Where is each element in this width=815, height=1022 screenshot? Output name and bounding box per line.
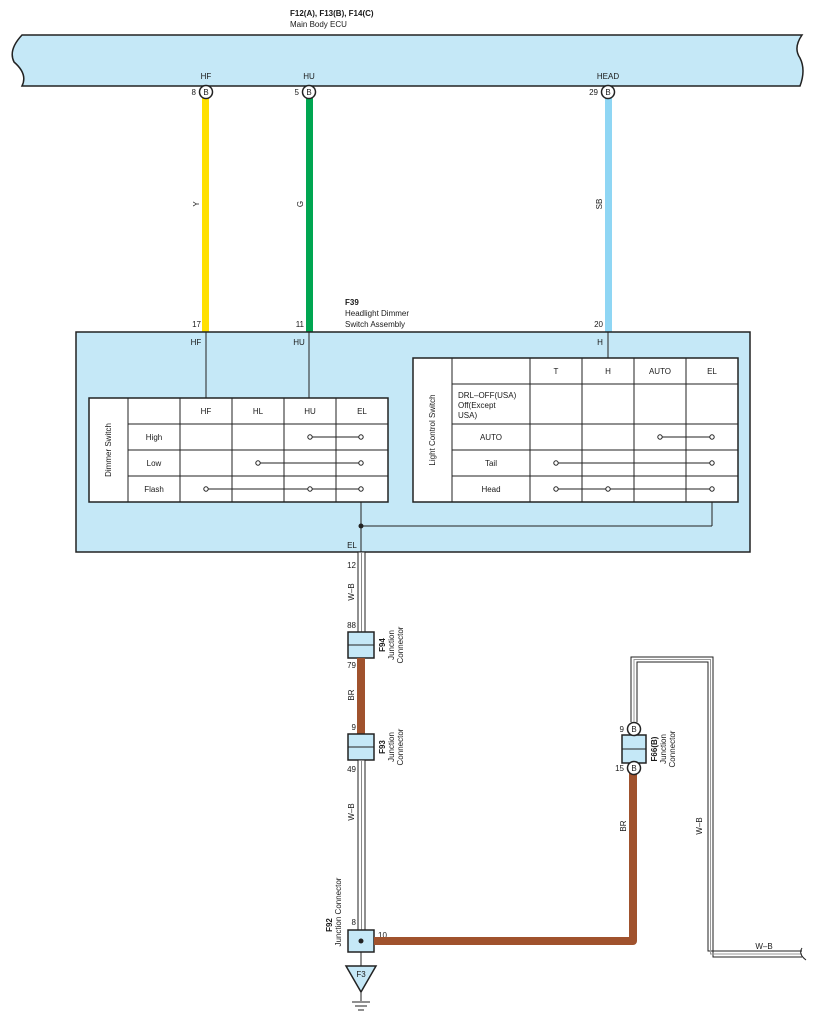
ecu-pin-hu: B 5	[295, 84, 317, 100]
light-col-auto: AUTO	[649, 367, 671, 376]
f92-code: F92	[325, 918, 334, 932]
dimmer-row-flash: Flash	[144, 485, 164, 494]
wire-y	[202, 98, 209, 332]
dimmer-col-hl: HL	[253, 407, 264, 416]
f92-line1: Junction Connector	[334, 877, 343, 946]
wire-br-f94-f93	[357, 658, 365, 734]
ecu-pin-number-hu: 5	[295, 88, 300, 97]
dimmer-col-hf: HF	[201, 407, 212, 416]
f94-pin-79: 79	[347, 661, 356, 670]
ecu-pin-tag-head: B	[605, 88, 610, 97]
f39-terminal-h: H	[597, 338, 603, 347]
ecu-pin-tag-hf: B	[203, 88, 208, 97]
f92-pin-10: 10	[378, 931, 387, 940]
connector-f92: 8 10 F92 Junction Connector	[325, 877, 387, 953]
f66-pin-tag-top: B	[631, 725, 636, 734]
f66-pin-9: 9	[620, 725, 625, 734]
ecu-name: Main Body ECU	[290, 20, 347, 29]
ecu-terminal-hu: HU	[303, 72, 315, 81]
f66-line1: Junction	[659, 734, 668, 764]
ground-f3: F3	[344, 952, 378, 1011]
f39-pin-20: 20	[594, 320, 603, 329]
wire-br-f92-f66	[374, 772, 637, 945]
f66-pin-tag-bottom: B	[631, 764, 636, 773]
light-row-drl-line1: DRL–OFF(USA)	[458, 391, 517, 400]
f66-pin-15: 15	[615, 764, 624, 773]
main-body-ecu: F12(A), F13(B), F14(C) Main Body ECU HF …	[11, 9, 804, 87]
ecu-pin-tag-hu: B	[306, 88, 311, 97]
f94-code: F94	[378, 638, 387, 652]
f94-pin-88: 88	[347, 621, 356, 630]
light-row-auto: AUTO	[480, 433, 502, 442]
wire-wb-f66-out	[630, 656, 807, 961]
light-row-drl-line3: USA)	[458, 411, 477, 420]
light-col-el: EL	[707, 367, 717, 376]
f39-code: F39	[345, 298, 359, 307]
f39-terminal-hf: HF	[191, 338, 202, 347]
f94-line1: Junction	[387, 630, 396, 660]
ground-label: F3	[356, 970, 366, 979]
light-control-switch-table: Light Control Switch T H AUTO EL DRL–OFF…	[412, 357, 739, 503]
f94-line2: Connector	[396, 626, 405, 663]
wire-label-wb-1: W–B	[347, 583, 356, 600]
wire-label-wb-3: W–B	[695, 817, 704, 834]
wire-sb	[605, 98, 612, 332]
f92-pin-8: 8	[352, 918, 357, 927]
f39-pin-11: 11	[296, 320, 305, 329]
f39-name-line2: Switch Assembly	[345, 320, 405, 329]
ecu-pin-number-hf: 8	[192, 88, 197, 97]
dimmer-col-el: EL	[357, 407, 367, 416]
light-row-head: Head	[481, 485, 500, 494]
dimmer-switch-title: Dimmer Switch	[104, 423, 113, 477]
wire-label-sb: SB	[595, 199, 604, 210]
ecu-pin-number-head: 29	[589, 88, 598, 97]
f39-terminal-el: EL	[347, 541, 357, 550]
f39-pin-17: 17	[192, 320, 201, 329]
light-row-drl-line2: Off(Except	[458, 401, 496, 410]
ecu-pin-hf: B 8	[192, 84, 214, 100]
light-row-tail: Tail	[485, 459, 497, 468]
wire-label-g: G	[296, 201, 305, 207]
f93-line1: Junction	[387, 732, 396, 762]
wire-label-wb-2: W–B	[347, 803, 356, 820]
f66-line2: Connector	[668, 730, 677, 767]
connector-f66: B B 9 15 F66(B) Junction Connector	[615, 721, 677, 776]
wire-label-wb-4: W–B	[755, 942, 772, 951]
f39-terminal-hu: HU	[293, 338, 305, 347]
f39-name-line1: Headlight Dimmer	[345, 309, 409, 318]
ecu-pin-head: B 29	[589, 84, 616, 100]
f39-pin-12: 12	[347, 561, 356, 570]
f93-code: F93	[378, 740, 387, 754]
f93-line2: Connector	[396, 728, 405, 765]
connector-f93: 9 49 F93 Junction Connector	[347, 723, 405, 774]
wire-wb-f93-f92	[357, 759, 366, 931]
dimmer-col-hu: HU	[304, 407, 316, 416]
f93-pin-49: 49	[347, 765, 356, 774]
light-col-h: H	[605, 367, 611, 376]
ecu-codes: F12(A), F13(B), F14(C)	[290, 9, 374, 18]
light-col-t: T	[554, 367, 559, 376]
wire-label-y: Y	[192, 201, 201, 207]
dimmer-row-low: Low	[147, 459, 162, 468]
wire-g	[306, 98, 313, 332]
f66-code: F66(B)	[650, 736, 659, 761]
wire-label-br-1: BR	[347, 689, 356, 700]
ecu-terminal-hf: HF	[201, 72, 212, 81]
ecu-terminal-head: HEAD	[597, 72, 619, 81]
light-switch-title: Light Control Switch	[428, 394, 437, 465]
wire-wb-f39-f94	[357, 551, 366, 633]
dimmer-row-high: High	[146, 433, 162, 442]
wire-label-br-2: BR	[619, 820, 628, 831]
connector-f94: 88 79 F94 Junction Connector	[347, 621, 405, 670]
dimmer-switch-table: Dimmer Switch HF HL HU EL High Low Flash	[88, 397, 389, 503]
f93-pin-9: 9	[352, 723, 357, 732]
